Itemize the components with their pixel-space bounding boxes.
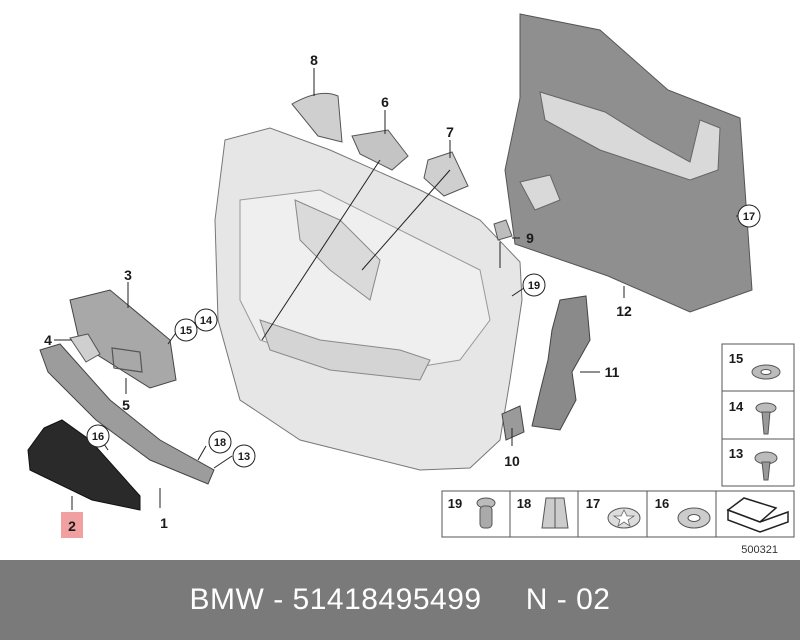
screw-icon (755, 402, 777, 435)
part-9-clip (493, 219, 513, 241)
circle-callout-15: 15 (180, 325, 192, 337)
diagram-id: 500321 (741, 544, 778, 556)
circle-callout-13: 13 (238, 451, 250, 463)
callout-2-highlight (61, 512, 83, 538)
circled-callouts: 17 19 15 14 16 18 13 (86, 204, 761, 468)
separator: - (264, 583, 293, 616)
part-1-trim-strip (39, 343, 215, 485)
part-5-frame (111, 347, 143, 373)
legend-right: 15 14 13 (721, 343, 795, 487)
legend-14: 14 (729, 399, 744, 414)
callout-11: 11 (605, 364, 620, 380)
part-number: 51418495499 (292, 583, 482, 616)
part-6-bracket (351, 129, 409, 171)
legend-13: 13 (729, 446, 743, 461)
legend-bottom: 19 18 17 16 (441, 490, 795, 538)
callout-1: 1 (160, 515, 168, 531)
variant-code: N - 02 (525, 583, 611, 616)
push-rivet-icon (476, 497, 496, 529)
circle-callout-19: 19 (528, 280, 540, 292)
part-11-bracket (531, 295, 591, 431)
part-10-cap (501, 405, 525, 441)
circle-callout-17: 17 (743, 211, 755, 223)
callout-8: 8 (310, 52, 318, 68)
legend-19: 19 (448, 496, 462, 511)
bolt-icon (754, 451, 778, 481)
legend-18: 18 (517, 496, 531, 511)
callout-2: 2 (68, 518, 76, 534)
clip-icon (541, 497, 569, 529)
callout-4: 4 (44, 332, 52, 348)
legend-17: 17 (586, 496, 600, 511)
callout-6: 6 (381, 94, 389, 110)
legend-16: 16 (655, 496, 669, 511)
part-number-footer: BMW - 51418495499 N - 02 (0, 560, 800, 640)
parts-diagram: 8 6 7 9 10 11 12 3 4 5 1 2 17 19 15 14 1… (27, 13, 795, 556)
sealing-strip-icon (726, 497, 789, 533)
brand-name: BMW (189, 583, 265, 616)
door-trim-panel (214, 127, 523, 471)
callout-9: 9 (526, 230, 534, 246)
callout-5: 5 (122, 397, 130, 413)
star-nut-icon (607, 507, 641, 529)
callout-3: 3 (124, 267, 132, 283)
circle-callout-14: 14 (200, 315, 213, 327)
circle-callout-18: 18 (214, 437, 226, 449)
speed-nut-icon (677, 507, 711, 529)
leader-lines (54, 68, 742, 510)
part-8-cover-cap (291, 92, 343, 143)
legend-15: 15 (729, 351, 743, 366)
circle-callout-16: 16 (92, 431, 104, 443)
callout-12: 12 (616, 303, 632, 319)
part-12-insulation-panel (504, 13, 753, 313)
spacer (482, 583, 526, 617)
callout-7: 7 (446, 124, 454, 140)
part-2-map-pocket (27, 419, 141, 511)
callout-10: 10 (504, 453, 520, 469)
part-4-cover (69, 333, 101, 363)
